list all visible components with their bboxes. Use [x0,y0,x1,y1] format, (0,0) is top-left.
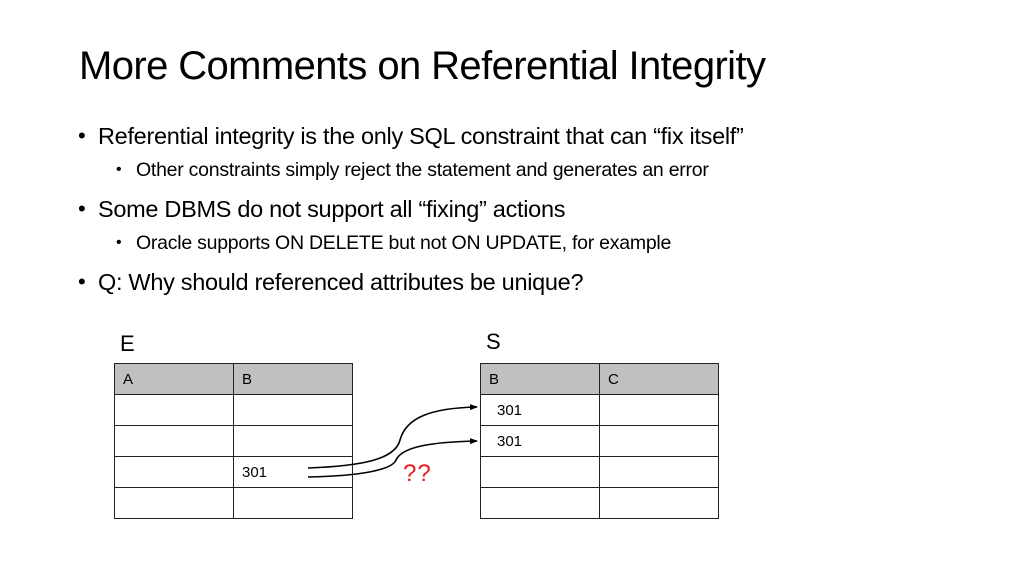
table-row: 301 [480,425,719,457]
table-row [114,487,353,519]
table-cell [599,487,719,519]
table-cell-referenced-value: 301 [480,425,600,457]
table-row: 301 [480,394,719,426]
table-cell [233,487,353,519]
table-cell-referenced-value: 301 [480,394,600,426]
table-cell [233,394,353,426]
ambiguity-question-marks: ?? [403,460,432,487]
table-cell [599,425,719,457]
table-s-label: S [486,329,501,354]
table-row [480,456,719,488]
table-e-label: E [120,331,135,356]
table-cell [480,456,600,488]
table-cell-fk-value: 301 [233,456,353,488]
table-cell [599,394,719,426]
column-header-a: A [114,363,234,395]
table-row [480,487,719,519]
sub-bullet-1-1: Other constraints simply reject the stat… [116,151,978,189]
table-header-row: B C [480,363,719,395]
table-header-row: A B [114,363,353,395]
table-cell [233,425,353,457]
table-row: 301 [114,456,353,488]
bullet-list: Referential integrity is the only SQL co… [78,118,978,300]
table-s: B C 301 301 [480,363,719,519]
bullet-3: Q: Why should referenced attributes be u… [78,264,978,300]
bullet-2: Some DBMS do not support all “fixing” ac… [78,191,978,227]
table-e: A B 301 [114,363,353,519]
table-cell [480,487,600,519]
column-header-b: B [480,363,600,395]
table-cell [114,425,234,457]
table-cell [114,487,234,519]
table-row [114,394,353,426]
sub-bullet-2-1: Oracle supports ON DELETE but not ON UPD… [116,224,978,262]
table-cell [599,456,719,488]
column-header-b: B [233,363,353,395]
slide-title: More Comments on Referential Integrity [79,44,766,88]
table-cell [114,394,234,426]
column-header-c: C [599,363,719,395]
bullet-1: Referential integrity is the only SQL co… [78,118,978,154]
table-row [114,425,353,457]
table-cell [114,456,234,488]
